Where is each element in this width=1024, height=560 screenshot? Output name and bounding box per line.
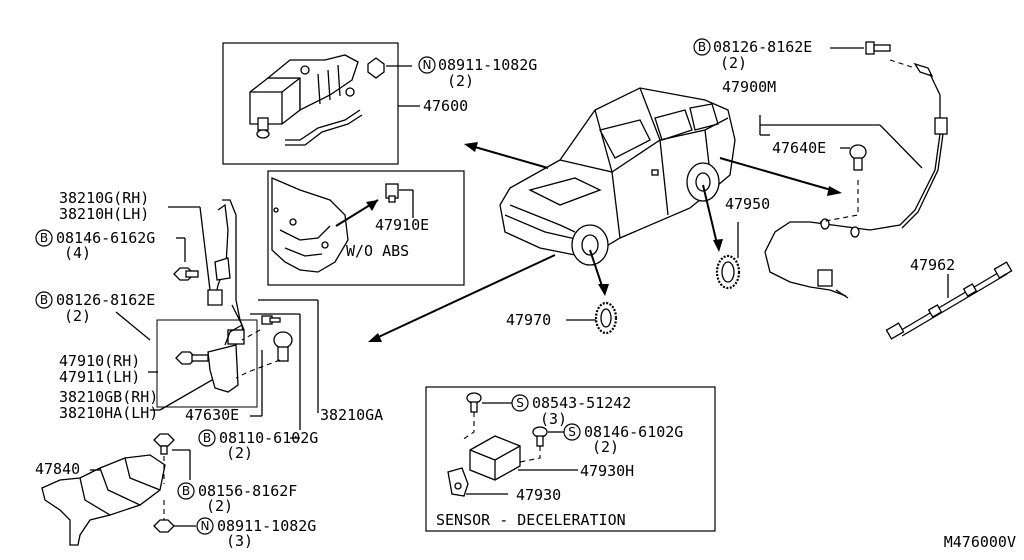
bolt-b3-badge bbox=[35, 291, 53, 309]
bolt-b1-qty: (2) bbox=[720, 54, 747, 72]
part-47840: 47840 bbox=[35, 460, 80, 478]
screw-s1-qty: (3) bbox=[540, 410, 567, 428]
screw-s2-qty: (2) bbox=[592, 438, 619, 456]
bolt-b5-badge bbox=[177, 482, 195, 500]
bolt-b2-prefix: B bbox=[40, 231, 48, 245]
nut-n1-prefix: N bbox=[423, 58, 432, 72]
splash-guard-47840-drawing bbox=[41, 454, 166, 546]
nut-n1-drawing bbox=[367, 57, 385, 79]
part-47640e: 47640E bbox=[772, 139, 826, 157]
bolt-b5-prefix: B bbox=[182, 484, 190, 498]
rear-sensor-harness-drawing bbox=[764, 62, 948, 299]
part-47630e: 47630E bbox=[185, 406, 239, 424]
bolt-b4-prefix: B bbox=[203, 431, 211, 445]
bolt-b1-part-number: 08126-8162E bbox=[713, 38, 812, 56]
wo-abs-label: W/O ABS bbox=[346, 242, 409, 260]
part-47970: 47970 bbox=[506, 311, 551, 329]
bolt-b5-qty: (2) bbox=[206, 497, 233, 515]
part-47600: 47600 bbox=[423, 97, 468, 115]
nut-n2-part-number: 08911-1082G bbox=[217, 517, 316, 535]
wo-abs-box bbox=[267, 170, 465, 286]
part-47930: 47930 bbox=[516, 486, 561, 504]
screw-s2-badge bbox=[563, 423, 581, 441]
nut-n1-qty: (2) bbox=[447, 72, 474, 90]
bolt-b2-badge bbox=[35, 229, 53, 247]
nut-n2-drawing bbox=[153, 519, 175, 533]
clip-38210ga-drawing bbox=[273, 331, 293, 362]
screw-s2-drawing bbox=[532, 426, 548, 447]
bolt-b1-badge bbox=[693, 38, 711, 56]
part-38210ha: 38210HA(LH) bbox=[59, 404, 158, 422]
bolt-b2-qty: (4) bbox=[64, 244, 91, 262]
decel-sensor-47930h-drawing bbox=[469, 435, 521, 481]
deceleration-sensor-box bbox=[425, 386, 716, 532]
screw-s1-prefix: S bbox=[516, 396, 524, 410]
front-sensor-harness-drawing bbox=[207, 199, 245, 345]
bracket-47930-drawing bbox=[447, 467, 469, 497]
bolt-b3-qty: (2) bbox=[64, 307, 91, 325]
bolt-b5-drawing bbox=[153, 433, 175, 455]
part-47962: 47962 bbox=[910, 256, 955, 274]
front-sensor-box bbox=[156, 319, 258, 408]
deceleration-sensor-caption: SENSOR - DECELERATION bbox=[436, 511, 626, 529]
bolt-b3-prefix: B bbox=[40, 293, 48, 307]
part-47911: 47911(LH) bbox=[59, 368, 140, 386]
part-38210g: 38210G(RH) bbox=[59, 189, 149, 207]
part-38210ga: 38210GA bbox=[320, 406, 383, 424]
nut-n2-prefix: N bbox=[201, 519, 210, 533]
bolt-b1-drawing bbox=[865, 41, 891, 55]
cable-47962-drawing bbox=[885, 261, 1013, 340]
screw-s1-badge bbox=[511, 394, 529, 412]
brake-bracket-drawing bbox=[271, 177, 349, 273]
nut-n2-qty: (3) bbox=[226, 532, 253, 550]
abs-actuator-drawing bbox=[249, 54, 363, 146]
part-47910: 47910(RH) bbox=[59, 352, 140, 370]
bolt-b5-part-number: 08156-8162F bbox=[198, 482, 297, 500]
vehicle-drawing bbox=[499, 87, 736, 266]
bolt-b4-drawing bbox=[261, 315, 281, 325]
part-47930h: 47930H bbox=[580, 462, 634, 480]
bolt-b1-prefix: B bbox=[698, 40, 706, 54]
bolt-b4-qty: (2) bbox=[226, 444, 253, 462]
part-38210h: 38210H(LH) bbox=[59, 205, 149, 223]
screw-s2-prefix: S bbox=[568, 425, 576, 439]
nut-n1-part-number: 08911-1082G bbox=[438, 56, 537, 74]
screw-s1-part-number: 08543-51242 bbox=[532, 394, 631, 412]
clip-47640e-drawing bbox=[849, 144, 867, 171]
part-47910e: 47910E bbox=[375, 216, 429, 234]
bolt-47910e-drawing bbox=[385, 183, 399, 203]
nut-n2-badge bbox=[196, 517, 214, 535]
bolt-b2-part-number: 08146-6162G bbox=[56, 229, 155, 247]
part-47950: 47950 bbox=[725, 195, 770, 213]
nut-n1-badge bbox=[418, 56, 436, 74]
bolt-b4-part-number: 08110-6102G bbox=[219, 429, 318, 447]
screw-s1-drawing bbox=[466, 392, 482, 413]
bolt-b4-badge bbox=[198, 429, 216, 447]
part-47900m: 47900M bbox=[722, 78, 776, 96]
bolt-b3-part-number: 08126-8162E bbox=[56, 291, 155, 309]
diagram-code: M476000V bbox=[944, 533, 1016, 551]
bolt-b2-drawing bbox=[173, 267, 199, 281]
actuator-box bbox=[222, 42, 399, 165]
part-38210gb: 38210GB(RH) bbox=[59, 388, 158, 406]
sensor-47910-drawing bbox=[175, 324, 243, 393]
screw-s2-part-number: 08146-6102G bbox=[584, 423, 683, 441]
